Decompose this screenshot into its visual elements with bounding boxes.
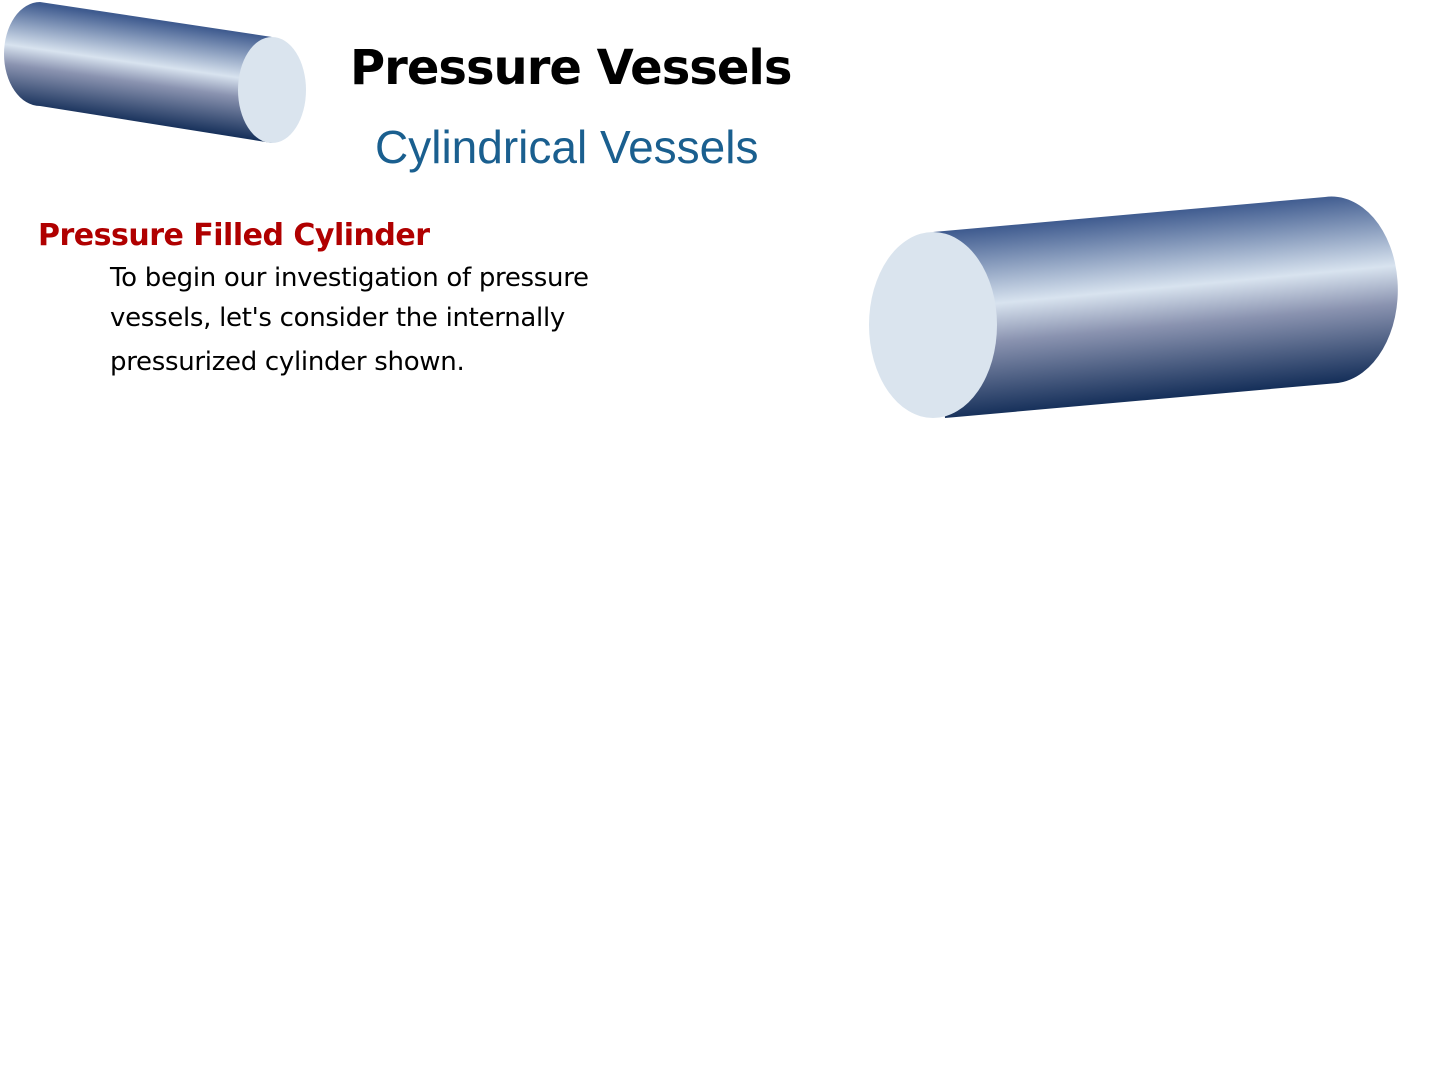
slide-subtitle: Cylindrical Vessels: [375, 121, 759, 173]
slide-title: Pressure Vessels: [350, 40, 792, 96]
body-line: vessels, let's consider the internally: [110, 303, 565, 333]
large-cylinder: [869, 196, 1398, 418]
body-line: pressurized cylinder shown.: [110, 347, 465, 377]
section-heading: Pressure Filled Cylinder: [38, 218, 430, 253]
body-text: To begin our investigation of pressure v…: [110, 258, 630, 382]
body-line: To begin our investigation of pressure: [110, 263, 589, 293]
small-cylinder: [4, 2, 306, 143]
